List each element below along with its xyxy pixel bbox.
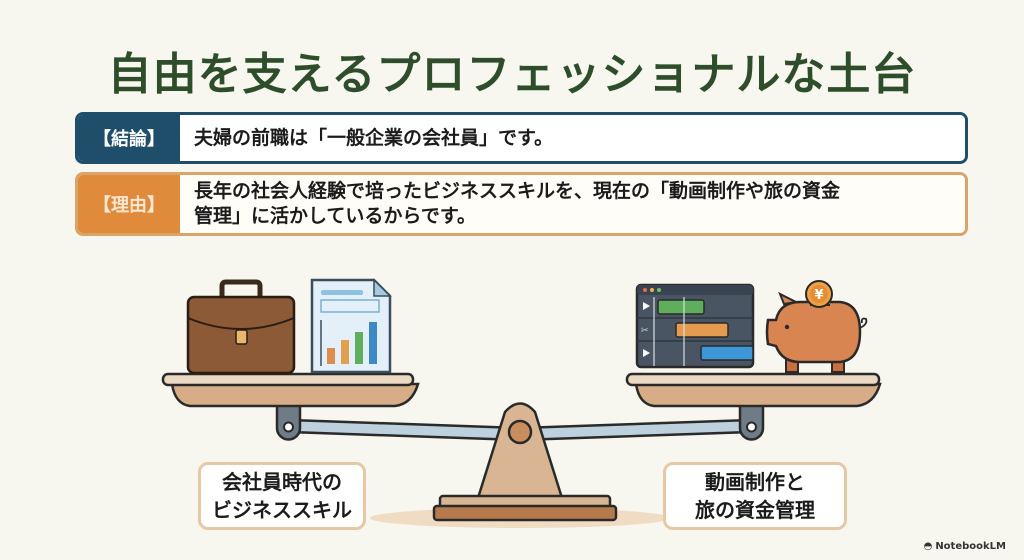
video-editor-timeline-icon: ✂ xyxy=(635,283,755,369)
right-label-line-2: 旅の資金管理 xyxy=(695,498,815,522)
conclusion-row: 【結論】 夫婦の前職は「一般企業の会社員」です。 xyxy=(75,112,968,164)
right-pan xyxy=(625,372,882,408)
notebooklm-logo-icon: ◓ xyxy=(923,541,933,552)
brand-watermark: ◓ NotebookLM xyxy=(924,541,1006,552)
reason-line-1: 長年の社会人経験で培ったビジネススキルを、現在の「動画制作や旅の資金 xyxy=(194,180,841,202)
reason-tag: 【理由】 xyxy=(78,175,180,233)
left-hanger xyxy=(275,402,302,441)
yen-coin-icon: ¥ xyxy=(814,288,823,303)
left-label: 会社員時代の ビジネススキル xyxy=(198,462,366,530)
page-title: 自由を支えるプロフェッショナルな土台 xyxy=(107,49,917,100)
left-label-line-1: 会社員時代の xyxy=(222,470,342,494)
scale-pillar xyxy=(432,402,618,522)
reason-line-2: 管理」に活かしているからです。 xyxy=(194,205,476,227)
reason-row: 【理由】 長年の社会人経験で培ったビジネススキルを、現在の「動画制作や旅の資金 … xyxy=(75,172,968,236)
chart-document-icon xyxy=(310,278,392,374)
conclusion-tag: 【結論】 xyxy=(78,115,180,161)
reason-text: 長年の社会人経験で培ったビジネススキルを、現在の「動画制作や旅の資金 管理」に活… xyxy=(180,175,965,233)
right-hanger xyxy=(738,402,765,441)
brand-label: NotebookLM xyxy=(935,541,1006,552)
svg-text:✂: ✂ xyxy=(641,326,649,336)
right-label: 動画制作と 旅の資金管理 xyxy=(663,462,847,530)
left-label-line-2: ビジネススキル xyxy=(212,498,352,522)
left-pan xyxy=(161,372,420,408)
piggy-bank-icon: ¥ xyxy=(765,280,868,373)
briefcase-icon xyxy=(186,279,296,375)
conclusion-text: 夫婦の前職は「一般企業の会社員」です。 xyxy=(180,115,965,161)
right-label-line-1: 動画制作と xyxy=(705,470,805,494)
